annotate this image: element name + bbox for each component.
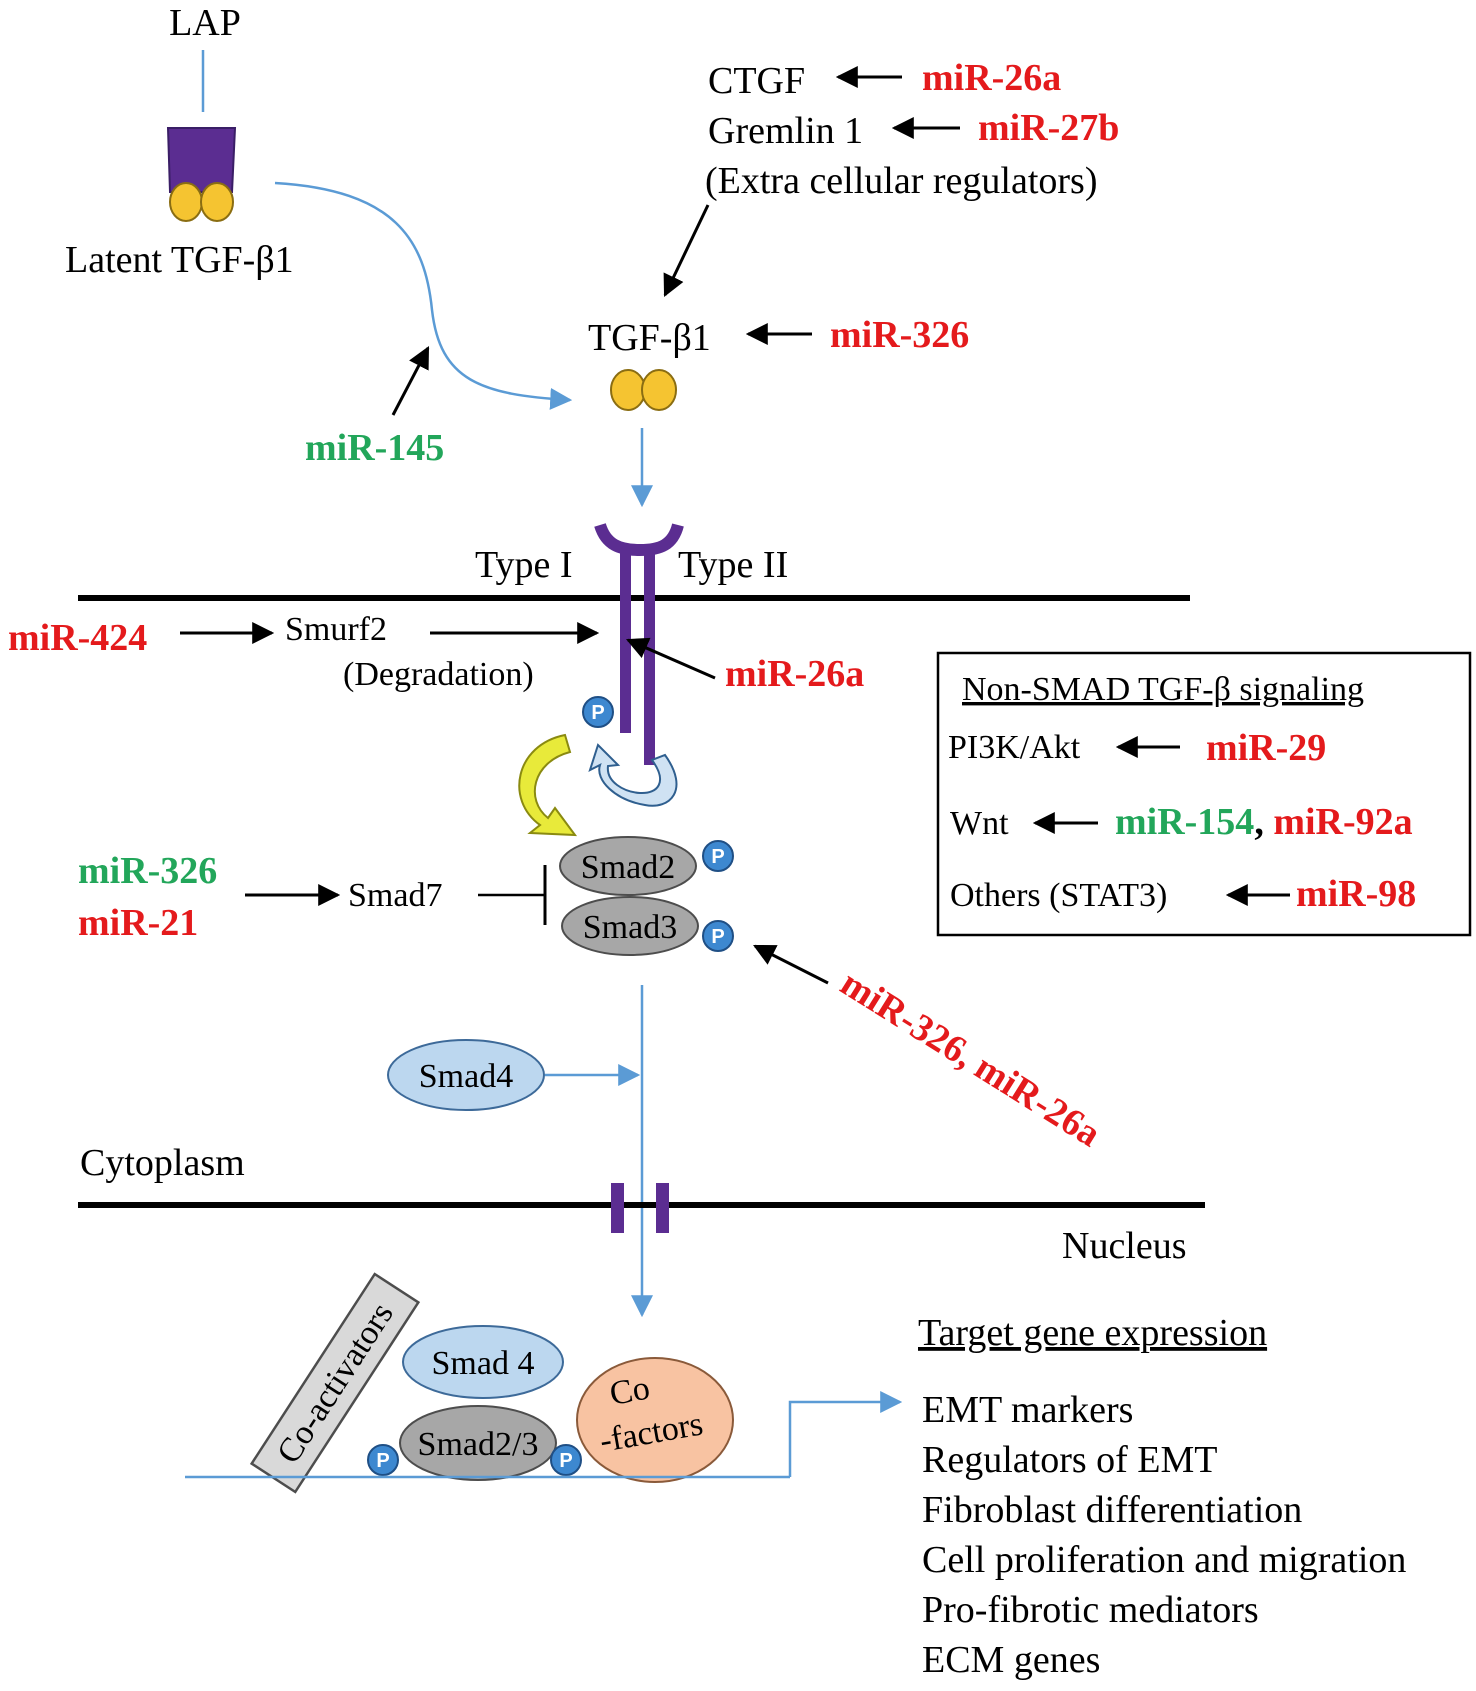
mir326-tgf-label: miR-326 xyxy=(830,314,969,356)
mir424-label: miR-424 xyxy=(8,617,147,659)
mir98-label: miR-98 xyxy=(1296,873,1416,915)
tgf-b1-label: TGF-β1 xyxy=(588,317,711,359)
non-smad-title: Non-SMAD TGF-β signaling xyxy=(962,671,1364,708)
svg-text:Smad3: Smad3 xyxy=(583,909,677,946)
cytoplasm-label: Cytoplasm xyxy=(80,1142,245,1184)
mir26a-ctgf-label: miR-26a xyxy=(922,57,1061,99)
svg-text:P: P xyxy=(711,846,724,868)
mir21-label: miR-21 xyxy=(78,902,198,944)
phosphorylation-yellow-arrow xyxy=(518,733,578,837)
svg-text:P: P xyxy=(711,926,724,948)
non-smad-target-wnt: Wnt xyxy=(950,805,1009,842)
mir326-smad7-label: miR-326 xyxy=(78,850,217,892)
nuclear-pore-right xyxy=(656,1183,669,1233)
mir145-arrow xyxy=(391,346,430,416)
smurf2-label: Smurf2 xyxy=(285,611,387,648)
target-gene-item: Pro-fibrotic mediators xyxy=(922,1589,1259,1631)
smad2-phospho-badge: P xyxy=(702,840,734,872)
latent-tgf-complex-icon xyxy=(166,127,237,222)
phosphorylation-blue-arrow xyxy=(588,743,678,807)
non-smad-target-pi3k: PI3K/Akt xyxy=(948,729,1081,766)
svg-text:Smad 4: Smad 4 xyxy=(432,1345,535,1382)
type2-label: Type II xyxy=(678,544,788,586)
smad7-label: Smad7 xyxy=(348,877,442,914)
smad4-nuclear-node: Smad 4 xyxy=(402,1325,564,1399)
svg-text:Co: Co xyxy=(607,1370,653,1413)
svg-text:Smad4: Smad4 xyxy=(419,1058,513,1095)
smad23-nuclear-node: Smad2/3 xyxy=(399,1405,557,1481)
mir326-26a-label: miR-326, miR-26a xyxy=(833,962,1108,1155)
target-gene-item: Fibroblast differentiation xyxy=(922,1489,1302,1531)
smad4-node: Smad4 xyxy=(387,1039,545,1111)
non-smad-box xyxy=(936,651,1472,937)
mir27b-label: miR-27b xyxy=(978,107,1119,149)
svg-text:Smad2/3: Smad2/3 xyxy=(418,1426,539,1463)
mir29-label: miR-29 xyxy=(1206,727,1326,769)
tgf-ligand-icon xyxy=(610,369,677,411)
svg-text:P: P xyxy=(376,1450,389,1472)
target-gene-item: EMT markers xyxy=(922,1389,1133,1431)
non-smad-target-others: Others (STAT3) xyxy=(950,877,1167,914)
svg-text:Co-activators: Co-activators xyxy=(270,1296,401,1470)
target-gene-item: Regulators of EMT xyxy=(922,1439,1218,1481)
mir92a-label: miR-92a xyxy=(1273,801,1412,843)
svg-text:Smad2: Smad2 xyxy=(581,849,675,886)
smad3-phospho-badge: P xyxy=(702,920,734,952)
ctgf-label: CTGF xyxy=(708,60,805,102)
nuclear-pore-left xyxy=(611,1183,624,1233)
gremlin-label: Gremlin 1 xyxy=(708,110,863,152)
extracellular-arrow xyxy=(663,204,710,297)
wnt-mir-separator: , xyxy=(1254,801,1264,843)
degradation-label: (Degradation) xyxy=(343,656,534,693)
mir26a-receptor-label: miR-26a xyxy=(725,653,864,695)
extracellular-label: (Extra cellular regulators) xyxy=(705,160,1097,202)
mir154-label: miR-154 xyxy=(1115,801,1254,843)
receptor-phospho-badge: P xyxy=(582,696,614,728)
svg-text:P: P xyxy=(559,1450,572,1472)
target-gene-item: ECM genes xyxy=(922,1639,1100,1681)
smad2-node: Smad2 xyxy=(559,836,697,896)
smad23-left-phospho-badge: P xyxy=(367,1444,399,1476)
nucleus-label: Nucleus xyxy=(1062,1225,1187,1267)
svg-text:P: P xyxy=(591,702,604,724)
transcription-arrow xyxy=(788,1391,903,1477)
mir26a-receptor-arrow xyxy=(625,637,716,680)
lap-label: LAP xyxy=(169,2,241,44)
target-gene-item: Cell proliferation and migration xyxy=(922,1539,1406,1581)
type1-label: Type I xyxy=(475,544,573,586)
mir145-label: miR-145 xyxy=(305,427,444,469)
target-genes-title: Target gene expression xyxy=(918,1312,1267,1354)
mir326-26a-arrow xyxy=(753,944,829,985)
latent-tgf-label: Latent TGF-β1 xyxy=(65,239,294,281)
cofactors-node: Co -factors xyxy=(576,1357,734,1483)
smad23-right-phospho-badge: P xyxy=(550,1444,582,1476)
smad3-node: Smad3 xyxy=(561,896,699,956)
activation-arrow xyxy=(274,181,573,410)
wnt-mirs-line: miR-154, miR-92a xyxy=(1115,801,1413,843)
